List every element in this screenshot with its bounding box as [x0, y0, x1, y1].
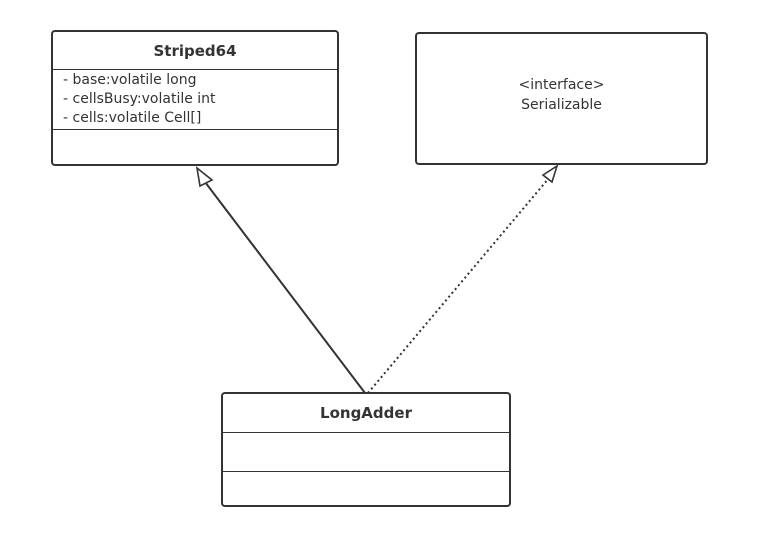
class-name-striped64: Striped64 — [53, 32, 337, 70]
class-box-striped64[interactable]: Striped64 - base:volatile long - cellsBu… — [51, 30, 339, 166]
class-methods-longadder — [223, 472, 509, 505]
generalization-arrowhead — [195, 166, 214, 188]
realization-arrowhead — [541, 164, 559, 184]
interface-box-serializable[interactable]: <interface> Serializable — [415, 32, 708, 165]
attribute-item: - cellsBusy:volatile int — [63, 91, 216, 107]
class-box-longadder[interactable]: LongAdder — [221, 392, 511, 507]
class-methods-striped64 — [53, 130, 337, 164]
interface-stereotype: <interface> — [518, 76, 605, 93]
attribute-item: - cells:volatile Cell[] — [63, 110, 202, 126]
interface-content: <interface> Serializable — [417, 34, 706, 163]
class-attributes-longadder — [223, 433, 509, 472]
attribute-item: - base:volatile long — [63, 72, 197, 88]
generalization-line — [201, 177, 366, 394]
realization-line — [367, 177, 550, 394]
class-attributes-striped64: - base:volatile long - cellsBusy:volatil… — [53, 70, 337, 130]
interface-name: Serializable — [521, 96, 602, 113]
class-name-longadder: LongAdder — [223, 394, 509, 433]
